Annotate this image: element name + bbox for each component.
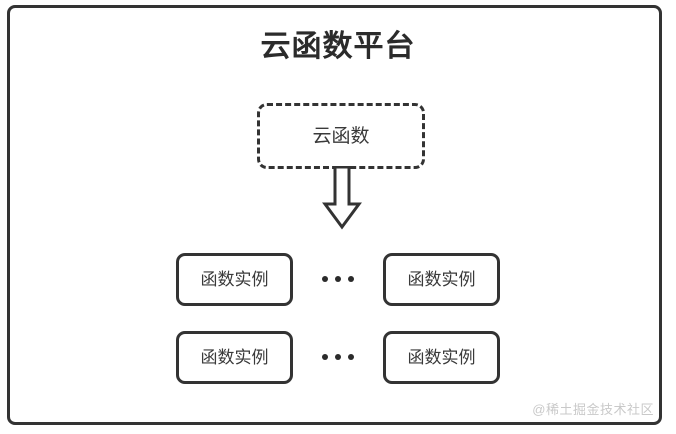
ellipsis-dot [335,276,341,282]
function-instance-label: 函数实例 [407,347,476,367]
function-instance-box[interactable]: 函数实例 [176,252,293,306]
ellipsis-dot [322,276,328,282]
instance-row-1: 函数实例 函数实例 [0,252,676,306]
ellipsis-dot [335,354,341,360]
ellipsis-icon [293,253,383,306]
arrow-down-block-icon [322,165,362,230]
function-instance-label: 函数实例 [200,269,269,289]
function-instance-label: 函数实例 [200,347,269,367]
function-instance-box[interactable]: 函数实例 [176,330,293,384]
cloud-function-node[interactable]: 云函数 [257,103,425,169]
ellipsis-dot [322,354,328,360]
function-instance-box[interactable]: 函数实例 [383,252,500,306]
instance-row-2: 函数实例 函数实例 [0,330,676,384]
ellipsis-dot [348,276,354,282]
page-title: 云函数平台 [260,30,416,63]
function-instance-box[interactable]: 函数实例 [383,330,500,384]
ellipsis-icon [293,331,383,384]
ellipsis-dot [348,354,354,360]
cloud-function-label: 云函数 [312,125,370,147]
function-instance-label: 函数实例 [407,269,476,289]
watermark: @稀土掘金技术社区 [532,402,654,417]
